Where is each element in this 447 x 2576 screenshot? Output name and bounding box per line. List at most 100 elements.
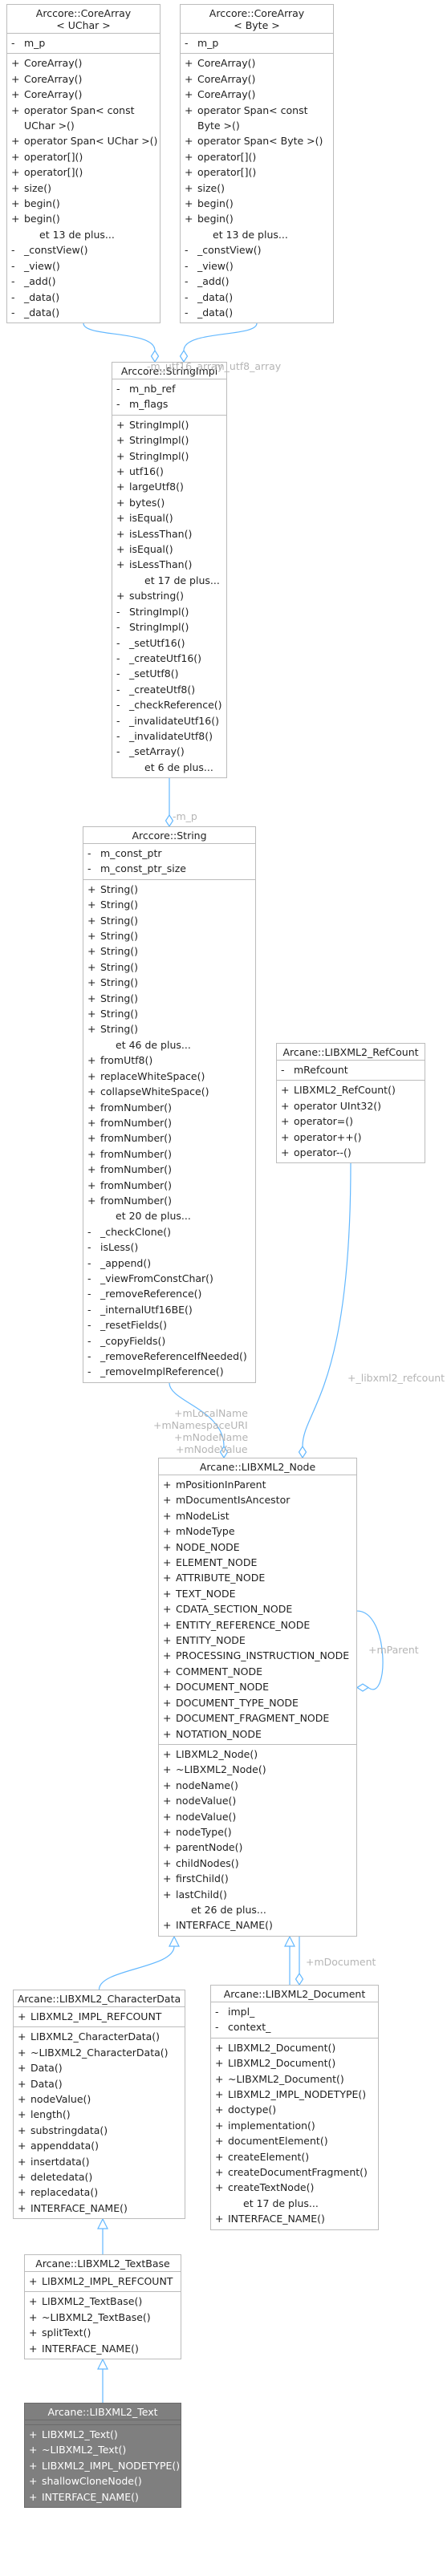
class-box-string[interactable]: Arccore::String-m_const_ptr-m_const_ptr_… [83,826,256,1383]
edge-inherit-characterdata [98,1945,175,1990]
attribute-row: +COMMENT_NODE [159,1664,356,1679]
member-name: LIBXML2_Document() [228,2041,336,2054]
method-row: +childNodes() [159,1856,356,1871]
attributes-section: -m_p [181,34,333,55]
member-name: _setUtf8() [129,667,179,680]
member-name: m_p [197,37,219,49]
method-row: +createElement() [211,2149,378,2164]
method-row: +appenddata() [14,2138,185,2153]
member-name: CoreArray() [197,57,256,70]
class-box-text[interactable]: Arcane::LIBXML2_Text+LIBXML2_Text()+~LIB… [24,2403,181,2509]
member-name: begin() [197,197,234,210]
method-row: +isEqual() [112,542,226,557]
method-row: +LIBXML2_Document() [211,2055,378,2071]
class-box-stringimpl[interactable]: Arccore::StringImpl-m_nb_ref-m_flags+Str… [112,362,227,779]
visibility-marker: + [116,558,125,571]
member-name: substringdata() [30,2124,108,2136]
visibility-marker: + [116,496,125,509]
member-name: StringImpl() [129,605,189,618]
visibility-marker: + [185,181,193,194]
edge-node-strings [169,1382,225,1447]
class-box-document[interactable]: Arcane::LIBXML2_Document-impl_-context_+… [210,1985,379,2230]
method-row: +operator Span< UChar >() [7,133,160,148]
visibility-marker: + [116,481,125,493]
member-name: mRefcount [294,1064,348,1076]
method-row: -_copyFields() [83,1333,255,1349]
method-row: +String() [83,1006,255,1021]
visibility-marker: + [18,2124,26,2136]
visibility-marker: + [87,1194,96,1207]
member-name: et 46 de plus... [116,1038,191,1051]
visibility-marker: + [29,2295,38,2308]
method-row: +~LIBXML2_CharacterData() [14,2045,185,2060]
member-name: ELEMENT_NODE [176,1556,258,1569]
member-name: ~LIBXML2_Document() [228,2072,344,2085]
member-name: insertdata() [30,2155,90,2168]
class-box-corearray-byte[interactable]: Arccore::CoreArray< Byte >-m_p+CoreArray… [180,4,334,324]
method-row: +String() [83,991,255,1006]
method-row: -_internalUtf16BE() [83,1302,255,1317]
member-name: et 20 de plus... [116,1210,191,1223]
class-box-node[interactable]: Arcane::LIBXML2_Node+mPositionInParent+m… [158,1458,357,1937]
method-row: +INTERFACE_NAME() [25,2489,181,2505]
member-name: DOCUMENT_TYPE_NODE [176,1696,299,1709]
member-name: nodeValue() [176,1795,237,1807]
edge-label-utf16-array: -m_utf16_array [147,360,224,372]
class-box-refcount[interactable]: Arcane::LIBXML2_RefCount-mRefcount+LIBXM… [276,1043,425,1164]
member-name: _setArray() [129,745,185,758]
member-name: m_p [24,37,46,49]
member-name: mNodeType [176,1525,235,1538]
method-row: +fromNumber() [83,1130,255,1146]
method-row: +nodeType() [159,1824,356,1840]
edge-label-utf8-array: -m_utf8_array [211,360,282,372]
visibility-marker: - [185,306,189,318]
member-name: collapseWhiteSpace() [100,1085,209,1098]
visibility-marker: + [163,1696,172,1709]
visibility-marker: - [116,667,120,680]
method-row: -_data() [7,290,160,305]
member-name: _data() [197,290,234,303]
member-name: createDocumentFragment() [228,2166,368,2179]
method-row: +~LIBXML2_Node() [159,1762,356,1777]
member-name: mDocumentIsAncestor [176,1494,291,1507]
method-row: +fromNumber() [83,1162,255,1177]
visibility-marker: + [29,2459,38,2472]
method-row: et 13 de plus... [7,227,160,242]
method-row: +CoreArray() [7,87,160,102]
visibility-marker: + [163,1919,172,1932]
visibility-marker: - [87,1303,91,1316]
method-row: -_invalidateUtf16() [112,713,226,728]
member-name: fromNumber() [100,1116,173,1129]
methods-section: +String()+String()+String()+String()+Str… [83,880,255,1382]
attributes-section: -m_p [7,34,160,55]
method-row: +INTERFACE_NAME() [211,2211,378,2226]
class-title-line: Arccore::StringImpl [120,365,218,377]
visibility-marker: + [18,2010,26,2022]
class-box-characterdata[interactable]: Arcane::LIBXML2_CharacterData+LIBXML2_IM… [13,1990,185,2220]
visibility-marker: + [116,527,125,540]
attribute-row: +LIBXML2_IMPL_REFCOUNT [14,2009,185,2024]
member-name: m_nb_ref [129,383,176,395]
class-box-corearray-uchar[interactable]: Arccore::CoreArray< UChar >-m_p+CoreArra… [6,4,161,324]
visibility-marker: - [116,605,120,618]
edge-label-parent: +mParent [368,1643,419,1656]
visibility-marker: - [87,1365,91,1378]
class-title-line: Arcane::LIBXML2_Node [199,1461,316,1473]
member-name: String() [100,945,139,958]
method-row: + nodeValue() [159,1793,356,1808]
visibility-marker: + [163,1795,172,1807]
class-title: Arcane::LIBXML2_Node [159,1458,356,1475]
visibility-marker: + [163,1681,172,1694]
member-name: DOCUMENT_NODE [176,1681,269,1694]
method-row: -_removeReference() [83,1286,255,1301]
attributes-section: +mPositionInParent+mDocumentIsAncestor+m… [159,1475,356,1745]
method-row: +~LIBXML2_Text() [25,2442,181,2457]
member-name: NODE_NODE [176,1540,240,1553]
method-row: +Data() [14,2060,185,2075]
visibility-marker: + [215,2103,224,2116]
method-row: +LIBXML2_IMPL_NODETYPE() [211,2087,378,2102]
attributes-section: -impl_-context_ [211,2002,378,2038]
class-title-line: Arcane::LIBXML2_RefCount [282,1046,419,1058]
visibility-marker: + [163,1618,172,1631]
class-box-textbase[interactable]: Arcane::LIBXML2_TextBase+LIBXML2_IMPL_RE… [24,2254,181,2360]
